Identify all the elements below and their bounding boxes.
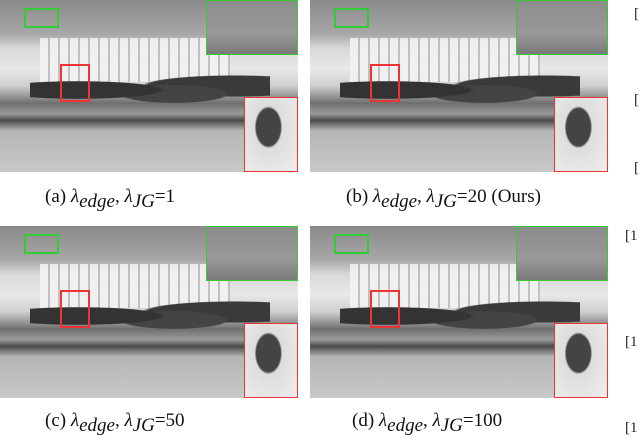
- reference-fragment: [1: [625, 420, 638, 436]
- caption-part: edge: [387, 414, 424, 436]
- caption-part: =50: [154, 410, 185, 431]
- reference-fragment: [1: [625, 228, 638, 244]
- caption-d: (d) λedge, λJG=100: [352, 410, 502, 437]
- reference-fragment: [: [634, 6, 639, 22]
- red-zoom-inset: [244, 97, 298, 172]
- red-zoom-inset: [244, 323, 298, 398]
- caption-part: λ: [124, 410, 133, 431]
- caption-part: λ: [372, 186, 382, 207]
- caption-part: JG: [132, 190, 155, 212]
- caption-part: edge: [79, 414, 115, 436]
- caption-part: ,: [114, 410, 125, 431]
- green-zoom-inset: [516, 226, 608, 281]
- caption-part: JG: [133, 191, 155, 212]
- caption-part: edge: [387, 415, 423, 436]
- caption-part: edge: [79, 190, 115, 212]
- caption-part: (d): [352, 410, 375, 431]
- caption-part: =20 (Ours): [456, 186, 541, 207]
- trees: [30, 70, 270, 110]
- caption-part: edge: [79, 415, 115, 436]
- green-zoom-region: [334, 8, 369, 28]
- caption-part: =100: [462, 410, 503, 431]
- caption-part: JG: [434, 190, 457, 212]
- trees: [30, 296, 270, 336]
- caption-part: λ: [432, 410, 441, 431]
- trees: [340, 70, 580, 110]
- caption-part: λ: [70, 186, 80, 207]
- caption-part: JG: [133, 415, 155, 436]
- green-zoom-inset: [206, 226, 298, 281]
- green-zoom-region: [334, 234, 369, 254]
- reference-fragment: [: [634, 160, 639, 176]
- red-zoom-region: [370, 64, 400, 102]
- red-zoom-inset: [554, 323, 608, 398]
- caption-part: λ: [378, 410, 388, 431]
- trees: [340, 296, 580, 336]
- red-zoom-inset: [554, 97, 608, 172]
- result-image-a: [0, 0, 298, 172]
- caption-part: =1: [154, 186, 176, 207]
- result-image-d: [310, 226, 608, 398]
- caption-part: JG: [132, 414, 155, 436]
- caption-part: JG: [441, 415, 463, 436]
- green-zoom-region: [24, 234, 59, 254]
- red-zoom-region: [60, 290, 90, 328]
- red-zoom-region: [60, 64, 90, 102]
- caption-part: edge: [79, 191, 115, 212]
- caption-part: ,: [423, 410, 433, 431]
- caption-b: (b) λedge, λJG=20 (Ours): [346, 186, 541, 213]
- caption-part: λ: [426, 186, 435, 207]
- green-zoom-inset: [206, 0, 298, 55]
- caption-part: (c): [45, 410, 67, 431]
- caption-part: edge: [381, 190, 418, 212]
- caption-part: JG: [440, 414, 463, 436]
- caption-part: (b): [346, 186, 369, 207]
- green-zoom-inset: [516, 0, 608, 55]
- result-image-b: [310, 0, 608, 172]
- red-zoom-region: [370, 290, 400, 328]
- caption-part: λ: [70, 410, 80, 431]
- green-zoom-region: [24, 8, 59, 28]
- reference-fragment: [1: [625, 334, 638, 350]
- caption-part: edge: [381, 191, 417, 212]
- result-image-c: [0, 226, 298, 398]
- caption-part: ,: [114, 186, 125, 207]
- caption-part: JG: [435, 191, 457, 212]
- caption-part: ,: [417, 186, 427, 207]
- caption-part: λ: [124, 186, 133, 207]
- caption-part: (a): [45, 186, 67, 207]
- reference-fragment: [: [634, 92, 639, 108]
- caption-a: (a) λedge, λJG=1: [45, 186, 175, 213]
- caption-c: (c) λedge, λJG=50: [45, 410, 185, 437]
